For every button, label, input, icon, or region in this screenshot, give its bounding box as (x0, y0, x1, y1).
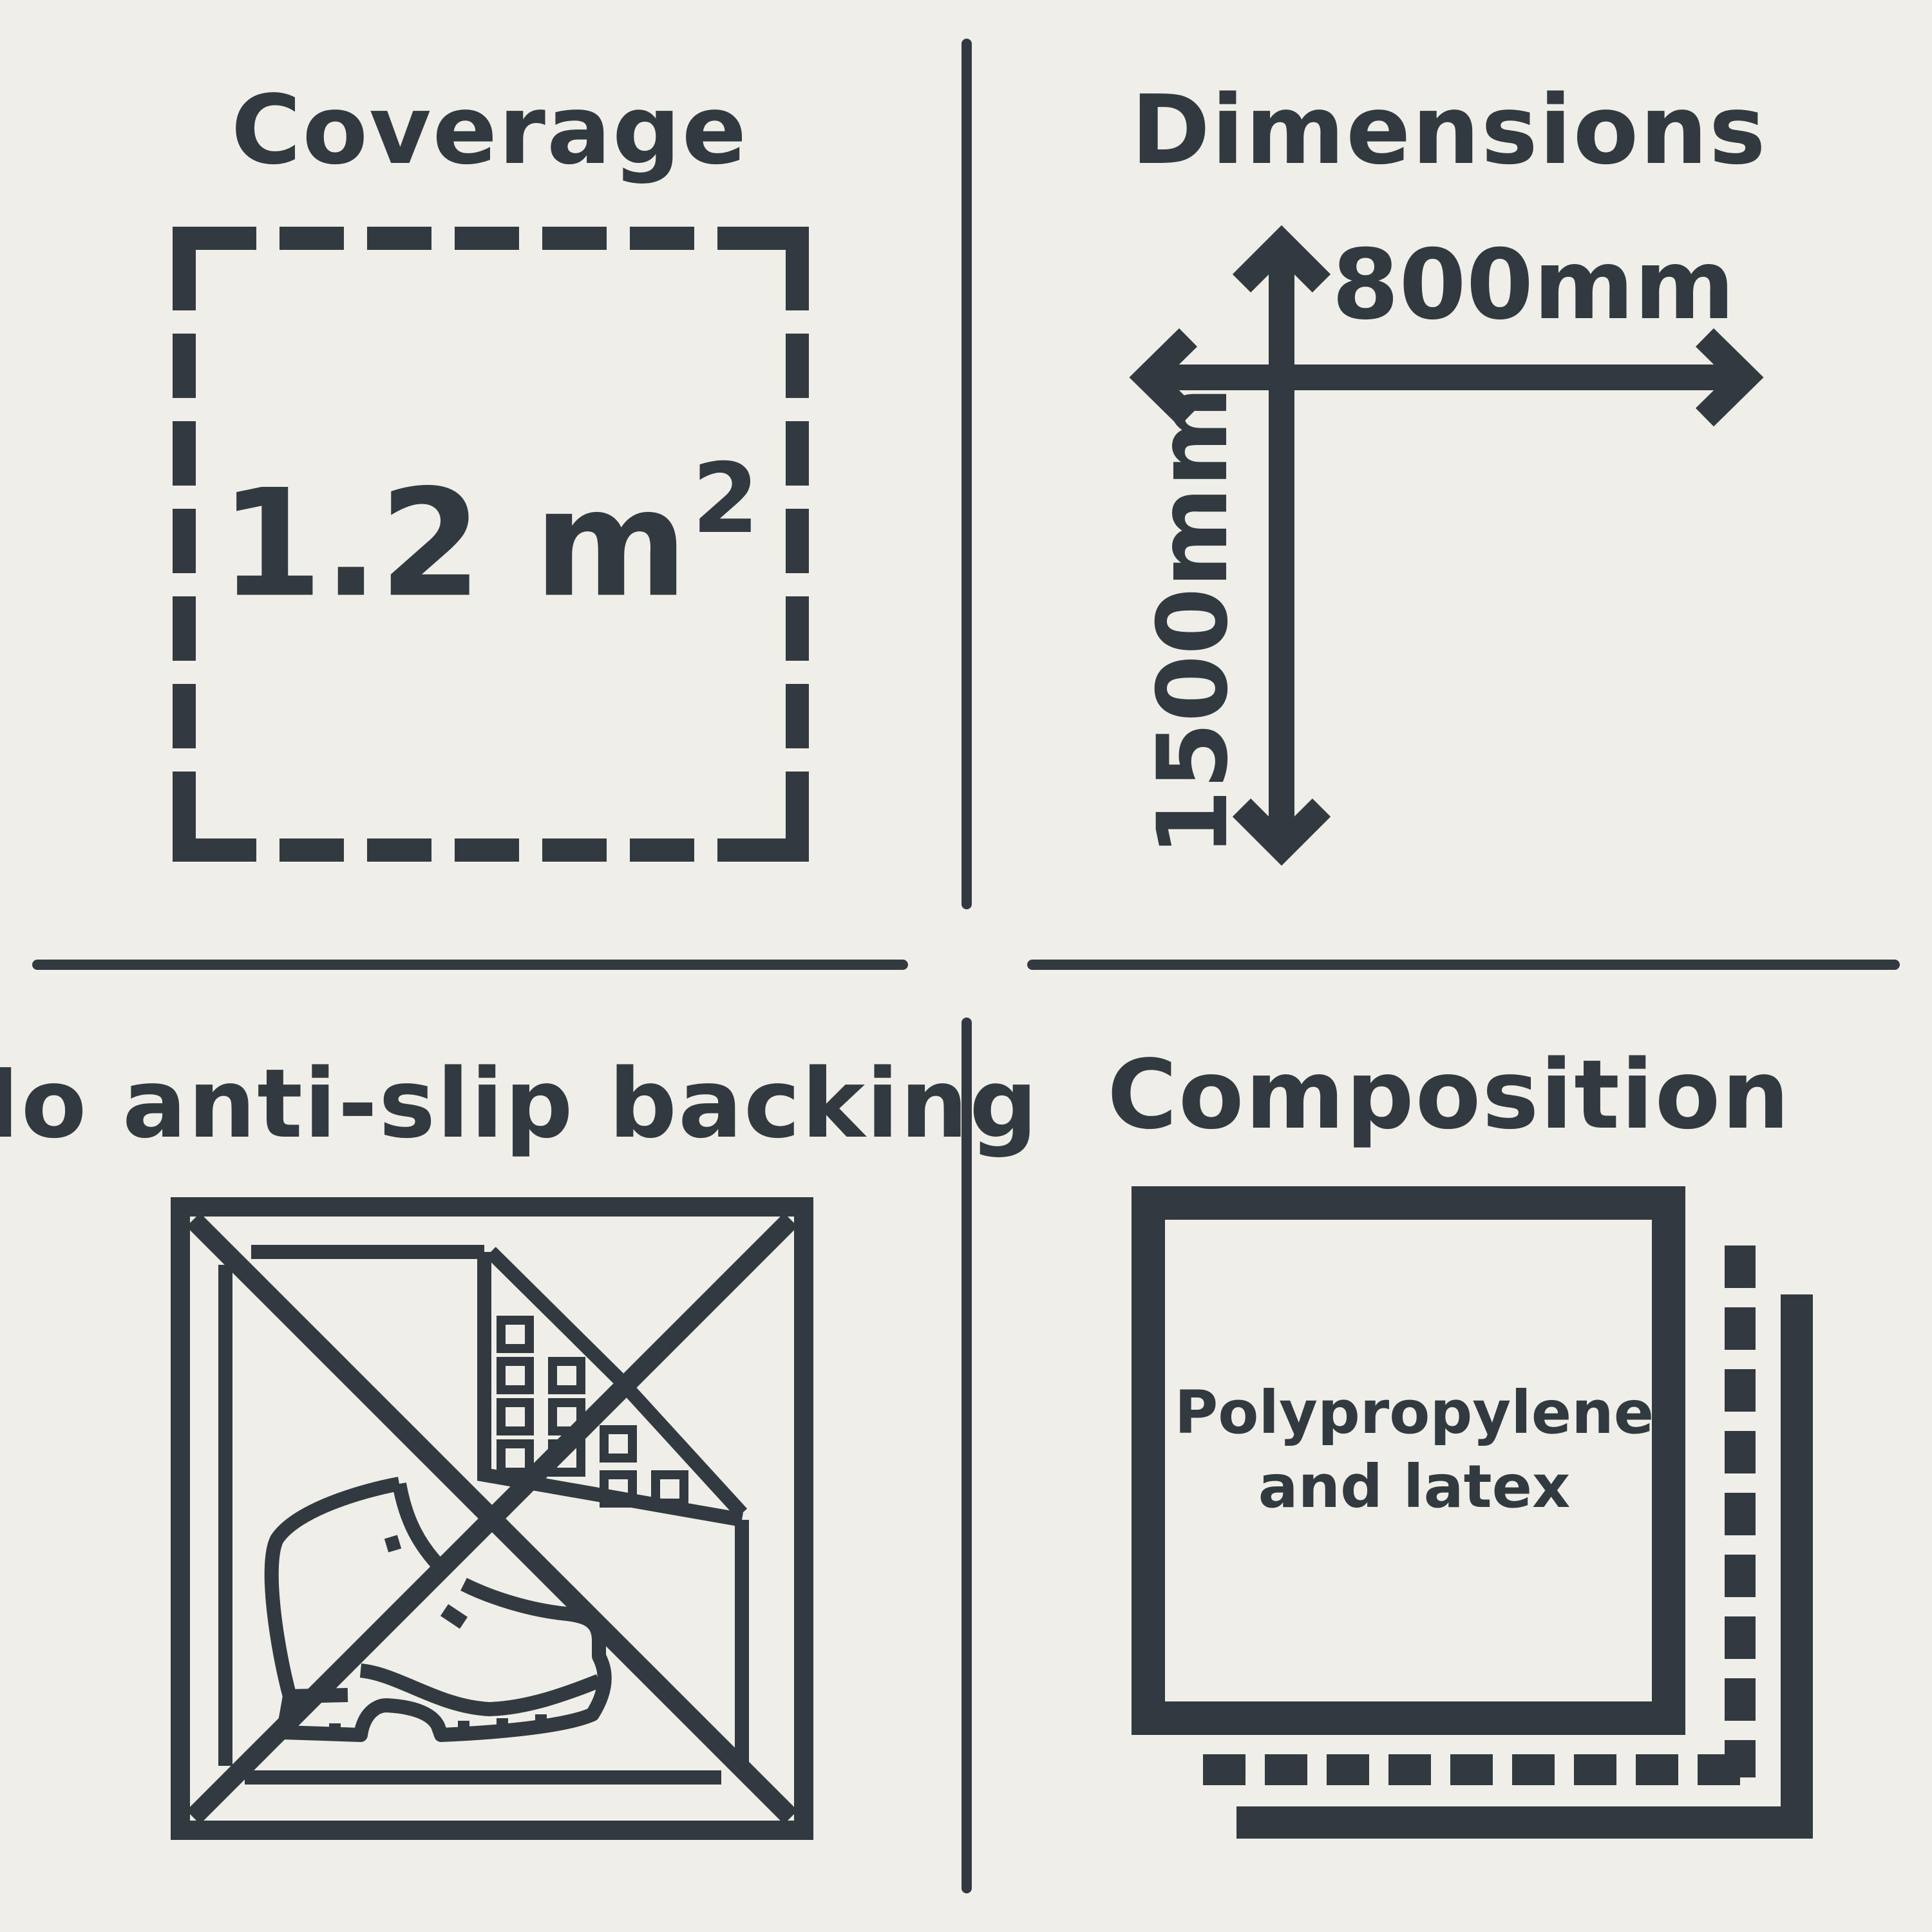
horizontal-divider-left (32, 960, 908, 970)
composition-heading: Composition (1107, 1039, 1791, 1150)
vertical-divider-top (961, 39, 972, 909)
vertical-divider-bottom (961, 1018, 972, 1893)
width-label: 800mm (1332, 229, 1735, 341)
composition-line-1: Polypropylene (1174, 1378, 1654, 1447)
composition-text: Polypropylene and latex (1170, 1376, 1659, 1524)
horizontal-divider-right (1027, 960, 1900, 970)
coverage-value-number: 1.2 m (220, 458, 688, 630)
coverage-value: 1.2 m2 (220, 451, 759, 619)
coverage-heading: Coverage (231, 75, 748, 185)
composition-line-2: and latex (1258, 1452, 1571, 1521)
dimensions-heading: Dimensions (1131, 75, 1767, 185)
backing-heading: No anti-slip backing (0, 1048, 1039, 1159)
coverage-value-exponent: 2 (692, 443, 759, 555)
